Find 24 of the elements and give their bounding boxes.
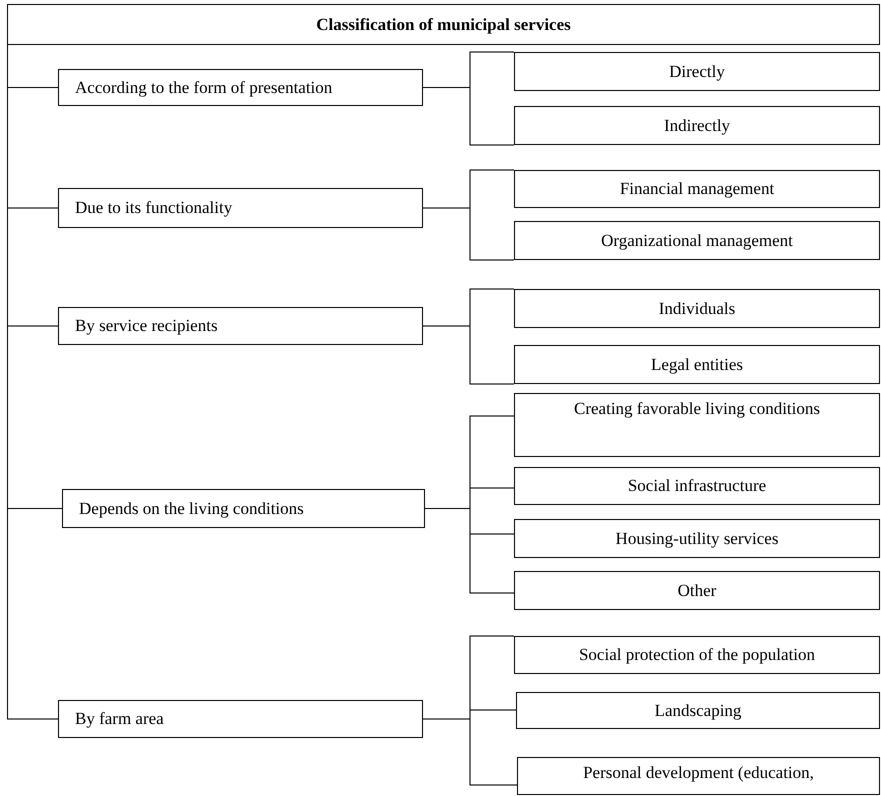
category-box: Organizational management	[514, 221, 880, 260]
category-box: Legal entities	[514, 345, 880, 384]
category-box: Creating favorable living conditions	[514, 393, 880, 457]
title-box: Classification of municipal services	[7, 4, 880, 45]
connector-line	[422, 208, 514, 260]
connector-line	[422, 326, 514, 384]
connector-line	[424, 508, 514, 594]
category-box: Personal development (education,	[517, 757, 880, 795]
category-box: By farm area	[58, 700, 423, 738]
category-box: Housing-utility services	[514, 519, 880, 558]
category-box: Depends on the living conditions	[62, 489, 425, 528]
category-box: Indirectly	[514, 106, 880, 145]
connector-line	[422, 87, 514, 146]
category-box: Social infrastructure	[514, 467, 880, 505]
category-box: Other	[514, 571, 880, 610]
category-box: Directly	[514, 52, 880, 91]
category-box: Individuals	[514, 289, 880, 328]
category-box: Due to its functionality	[58, 188, 423, 228]
category-box: According to the form of presentation	[58, 69, 423, 106]
category-box: Social protection of the population	[514, 636, 880, 674]
category-box: Landscaping	[516, 692, 880, 729]
category-box: By service recipients	[58, 307, 423, 345]
connector-line	[422, 718, 518, 786]
category-box: Financial management	[514, 170, 880, 208]
